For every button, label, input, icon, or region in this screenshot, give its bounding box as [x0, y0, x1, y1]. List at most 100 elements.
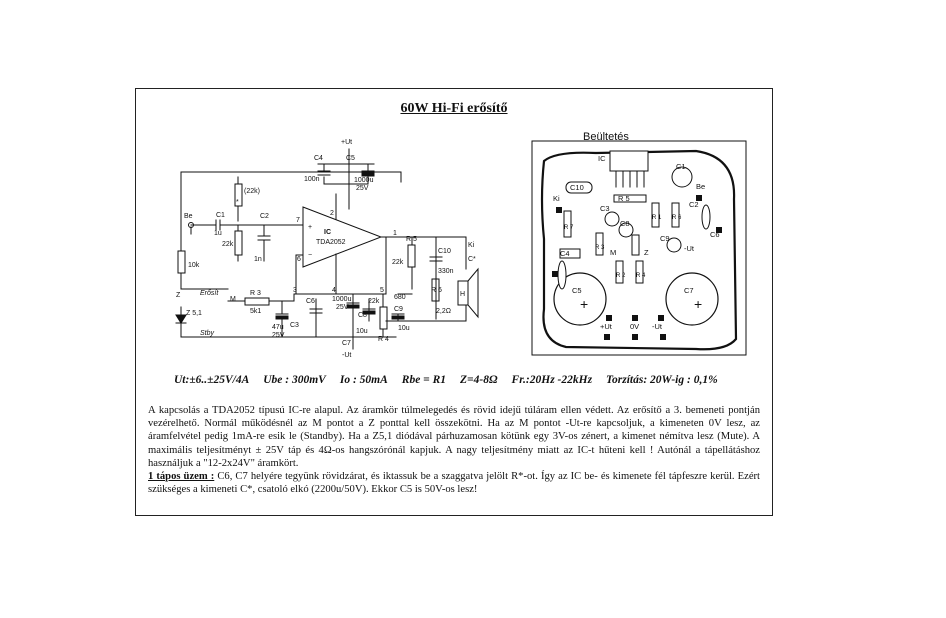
spec-item: Io : 50mA [339, 374, 388, 386]
spec-item: Fr.:20Hz -22kHz [511, 374, 593, 386]
pcb-c2: C2 [689, 200, 699, 209]
label-pin3: 3 [293, 287, 297, 294]
pcb-r3: R 3 [595, 245, 605, 251]
label-plus-in: + [308, 224, 312, 231]
label-be: Be [184, 213, 193, 220]
label-25v: 25V [356, 185, 369, 192]
label-100n: 100n [304, 176, 320, 183]
label-22ohm: 2,2Ω [436, 308, 451, 315]
pcb-c7-plus: + [694, 296, 702, 312]
label-minus-ut: -Ut [342, 352, 351, 359]
label-c6: C6 [306, 298, 315, 305]
label-pin4: 4 [332, 287, 336, 294]
pcb-c5-plus: + [580, 296, 588, 312]
label-1000u: 1000u [354, 177, 374, 184]
pcb-ic: IC [598, 154, 606, 163]
pcb-mut: -Ut [684, 244, 695, 253]
label-m: M [230, 296, 236, 303]
label-z51: Z 5,1 [186, 310, 202, 317]
page-title: 60W Hi-Fi erősítő [400, 101, 508, 116]
label-c9: C9 [394, 306, 403, 313]
pcb-r2: R 2 [616, 273, 626, 279]
pcb-c9: C9 [660, 234, 670, 243]
label-25v-c3: 25V [272, 332, 285, 339]
label-r5: R 5 [406, 236, 417, 243]
label-22k-paren: (22k) [244, 188, 260, 195]
label-r3: R 3 [250, 290, 261, 297]
label-r6: R 6 [431, 287, 442, 294]
label-22k: 22k [222, 241, 234, 248]
document-frame: 60W Hi-Fi erősítő [135, 88, 773, 516]
paragraph-main: A kapcsolás a TDA2052 típusú IC-re alapu… [148, 405, 760, 469]
label-ki: Ki [468, 242, 475, 249]
label-680: 680 [394, 294, 406, 301]
pcb-c5: C5 [572, 286, 582, 295]
pcb-put: +Ut [600, 322, 613, 331]
label-r-star: * [236, 199, 239, 206]
spec-item: Ube : 300mV [263, 374, 326, 386]
label-plus-ut: +Ut [341, 139, 352, 146]
pcb-c8: C8 [620, 219, 630, 228]
pcb-ki: Ki [553, 194, 560, 203]
label-ic: IC [324, 229, 331, 236]
pcb-be: Be [696, 182, 705, 191]
pcb-c10: C10 [570, 183, 584, 192]
label-pin5: 5 [380, 287, 384, 294]
label-1u: 1u [214, 230, 222, 237]
label-47u: 47u [272, 324, 284, 331]
pcb-c4: C4 [560, 249, 570, 258]
pcb-z: Z [644, 248, 649, 257]
pcb-c1: C1 [676, 162, 686, 171]
label-c10: C10 [438, 248, 451, 255]
spec-item: Torzítás: 20W-ig : 0,1% [606, 374, 718, 386]
label-c5: C5 [346, 155, 355, 162]
pcb-c6: C6 [710, 230, 720, 239]
label-c7: C7 [342, 340, 351, 347]
label-pin7: 7 [296, 217, 300, 224]
label-1n: 1n [254, 256, 262, 263]
pcb-m: M [610, 248, 616, 257]
note-text: C6, C7 helyére tegyünk rövidzárat, és ik… [148, 471, 760, 496]
label-25v-b: 25V [336, 304, 349, 311]
pcb-c3: C3 [600, 204, 610, 213]
label-minus-in: − [308, 252, 312, 259]
paragraph-note: 1 tápos üzem : C6, C7 helyére tegyünk rö… [148, 470, 760, 496]
label-5k1: 5k1 [250, 308, 261, 315]
pcb-c7: C7 [684, 286, 694, 295]
pcb-mut2: -Ut [652, 322, 663, 331]
spec-item: Ut:±6..±25V/4A [174, 374, 250, 386]
note-heading: 1 tápos üzem : [148, 471, 215, 483]
label-r4: R 4 [378, 336, 389, 343]
label-erosit: Erősít [200, 290, 219, 297]
label-stby: Stby [200, 330, 215, 337]
pcb-r5: R 5 [618, 194, 630, 203]
label-330n: 330n [438, 268, 454, 275]
pcb-r1: R 1 [652, 215, 662, 221]
schematic-diagram: +Ut C4 C5 100n 1000u 25V (22k) * Be C1 1… [175, 139, 747, 359]
label-10u-b: 10u [398, 325, 410, 332]
label-22k-b: 22k [368, 298, 380, 305]
label-cstar: C* [468, 256, 476, 263]
spec-item: Z=4-8Ω [460, 374, 498, 386]
layout-title: Beültetés [583, 131, 629, 143]
label-z: Z [176, 292, 181, 299]
label-10u-a: 10u [356, 328, 368, 335]
pcb-layout: IC C1 Be C10 R 5 Ki R 7 C3 C8 R 1 R 6 C2… [531, 140, 747, 356]
pcb-0v: 0V [630, 322, 639, 331]
label-c1: C1 [216, 212, 225, 219]
label-c2: C2 [260, 213, 269, 220]
pcb-r7: R 7 [564, 225, 574, 231]
label-1000u-b: 1000u [332, 296, 352, 303]
label-pin1: 1 [393, 230, 397, 237]
label-10k: 10k [188, 262, 200, 269]
spec-line: Ut:±6..±25V/4A Ube : 300mV Io : 50mA Rbe = … [174, 374, 754, 386]
label-tda: TDA2052 [316, 239, 346, 246]
pcb-r4: R 4 [636, 273, 646, 279]
label-c8: C8 [358, 312, 367, 319]
spec-item: Rbe = R1 [401, 374, 447, 386]
label-pin6: 6 [297, 256, 301, 263]
label-pin2: 2 [330, 210, 334, 217]
label-22k-c: 22k [392, 259, 404, 266]
label-h: H [460, 291, 465, 298]
label-c3: C3 [290, 322, 299, 329]
